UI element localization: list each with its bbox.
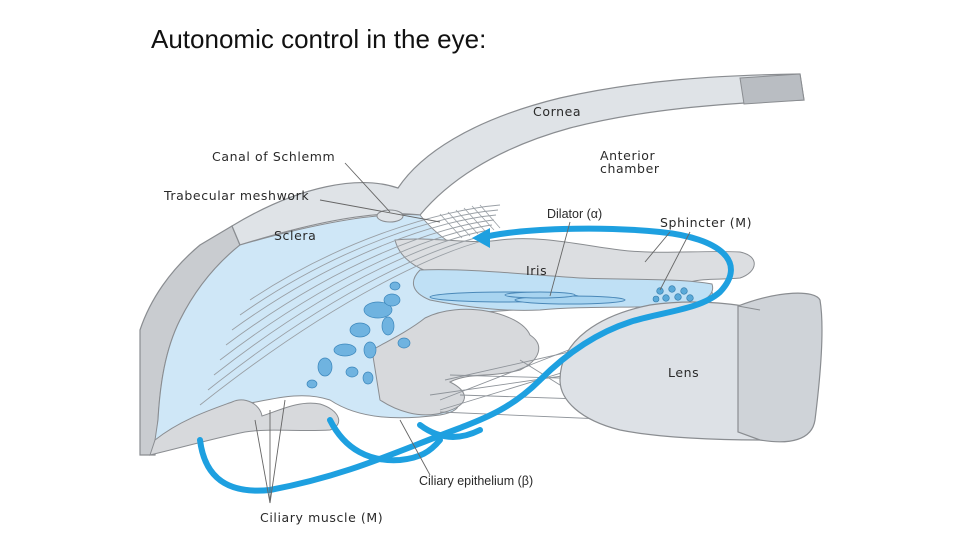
dilator-fibers: [429, 291, 626, 305]
sphincter-dots: [652, 285, 694, 303]
label-ciliary-muscle: Ciliary muscle (M): [260, 510, 383, 525]
label-cornea: Cornea: [533, 104, 581, 119]
leader-lines: [254, 162, 691, 504]
label-trabecular-meshwork: Trabecular meshwork: [163, 188, 309, 203]
label-iris: Iris: [526, 263, 547, 278]
label-anterior: Anterior: [600, 148, 656, 163]
ciliary-vessels: [306, 281, 411, 389]
nerve-paths: [197, 225, 734, 494]
canal-of-schlemm: [376, 209, 404, 223]
slide-title: Autonomic control in the eye:: [151, 24, 487, 54]
nerve-arrow: [472, 228, 490, 248]
label-sphincter: Sphincter (M): [660, 215, 752, 230]
ciliary-processes: [371, 308, 540, 416]
lens: [559, 292, 823, 443]
label-dilator: Dilator (α): [547, 207, 602, 221]
label-sclera: Sclera: [274, 228, 316, 243]
label-ciliary-epithelium: Ciliary epithelium (β): [419, 474, 533, 488]
label-canal-of-schlemm: Canal of Schlemm: [212, 149, 335, 164]
label-chamber: chamber: [600, 161, 660, 176]
trabecular-fibers: [199, 204, 501, 406]
label-lens: Lens: [668, 365, 699, 380]
